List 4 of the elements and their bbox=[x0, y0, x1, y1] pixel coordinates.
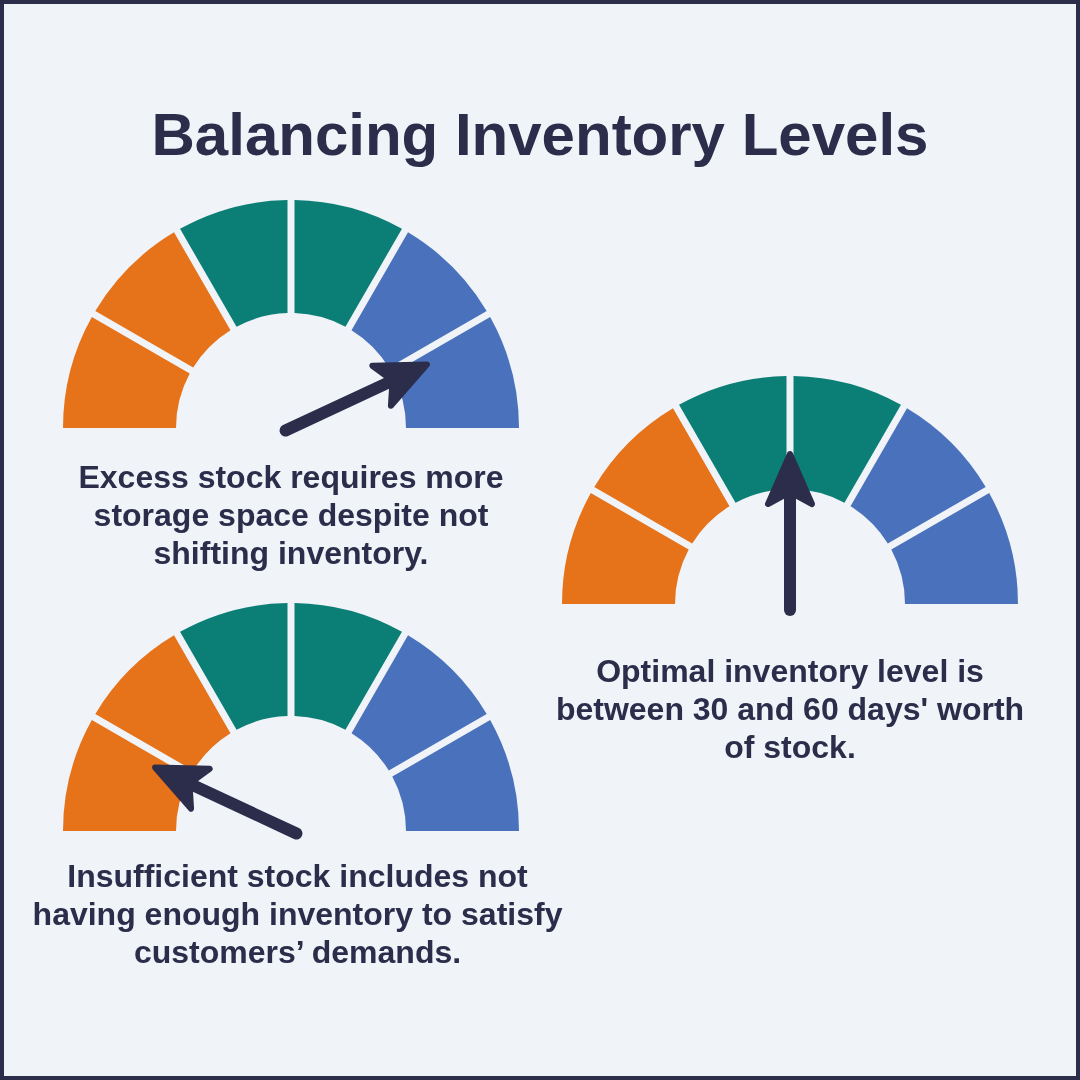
gauge-caption: Optimal inventory level is between 30 and 60 days' worth of stock. bbox=[554, 652, 1026, 766]
gauge-caption: Excess stock requires more storage space despite not shifting inventory. bbox=[77, 458, 505, 572]
gauge-caption: Insufficient stock includes not having enough inventory to satisfy customers’ demands. bbox=[31, 857, 564, 971]
title: Balancing Inventory Levels bbox=[150, 100, 930, 169]
